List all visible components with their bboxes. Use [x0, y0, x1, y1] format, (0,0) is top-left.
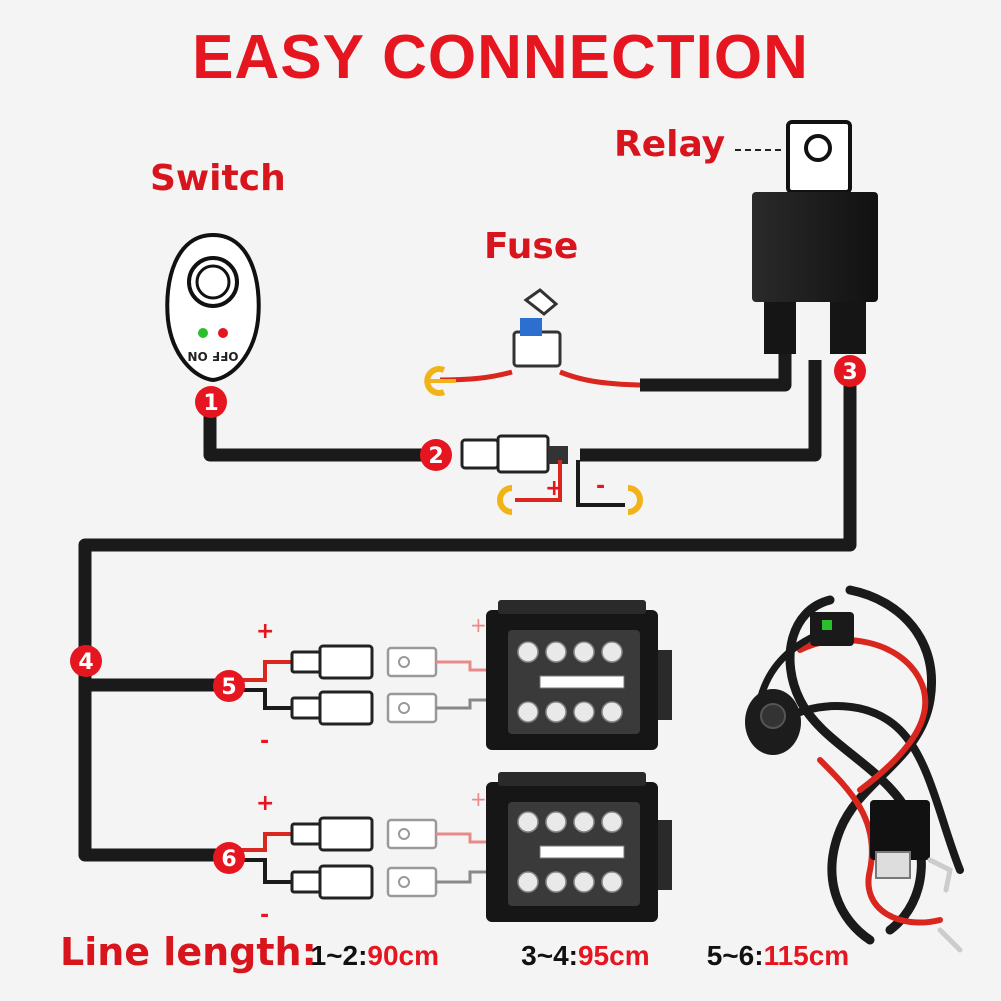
- light1-connectors: + - +: [235, 613, 490, 754]
- battery-ring-terminals: + -: [497, 474, 643, 515]
- switch-icon: OFF ON: [165, 232, 261, 383]
- fuse-ring-terminal-icon: [424, 366, 456, 396]
- relay-label: Relay: [614, 124, 726, 165]
- plug-connector-icon: [460, 434, 625, 507]
- wiring-harness-product-icon: [745, 585, 964, 953]
- marker-4: 4: [70, 645, 102, 677]
- marker-2: 2: [420, 439, 452, 471]
- switch-markings: OFF ON: [187, 349, 238, 363]
- svg-text:2: 2: [428, 444, 443, 469]
- page-title: EASY CONNECTION: [192, 23, 809, 92]
- svg-text:6: 6: [221, 847, 236, 872]
- led-light-bar-2-icon: [486, 772, 672, 922]
- value-5-6: 115cm: [763, 940, 850, 971]
- line-length-row: Line length: 1~2:90cm 3~4:95cm 5~6:115cm: [60, 930, 960, 974]
- marker-5: 5: [213, 670, 245, 702]
- switch-label: Switch: [150, 158, 286, 199]
- wire-relay-to-lights: [78, 375, 857, 862]
- line-length-item-5-6: 5~6:115cm: [707, 940, 849, 972]
- off-led-icon: [218, 328, 228, 338]
- svg-text:3: 3: [842, 360, 857, 385]
- light1-plus-sign: +: [256, 619, 274, 644]
- marker-1: 1: [195, 386, 227, 418]
- marker-3: 3: [834, 355, 866, 387]
- on-led-icon: [198, 328, 208, 338]
- led-light-bar-1-icon: [486, 600, 672, 750]
- light1-plus-faint: +: [470, 613, 487, 637]
- range-5-6: 5~6:: [706, 940, 764, 971]
- fuse-label: Fuse: [484, 226, 579, 267]
- wire-connector-to-relay: [580, 360, 822, 462]
- light2-connectors: + - +: [235, 787, 490, 928]
- main-wires: [78, 345, 857, 862]
- value-1-2: 90cm: [367, 940, 440, 971]
- svg-text:5: 5: [221, 675, 236, 700]
- line-length-label: Line length:: [60, 930, 317, 974]
- line-length-item-1-2: 1~2:90cm: [311, 940, 516, 972]
- positive-terminal-icon: [497, 485, 513, 515]
- light2-minus-sign: -: [260, 903, 269, 928]
- marker-6: 6: [213, 842, 245, 874]
- range-1-2: 1~2:: [310, 940, 368, 971]
- range-3-4: 3~4:: [521, 940, 578, 971]
- fuse-icon: [439, 288, 641, 388]
- wire-switch-to-connector: [203, 395, 450, 462]
- positive-sign: +: [545, 476, 563, 501]
- negative-terminal-icon: [627, 485, 643, 515]
- svg-text:1: 1: [203, 391, 218, 416]
- light2-plus-sign: +: [256, 791, 274, 816]
- negative-sign: -: [596, 474, 605, 499]
- light1-minus-sign: -: [260, 729, 269, 754]
- value-3-4: 95cm: [577, 940, 650, 971]
- light2-plus-faint: +: [470, 787, 487, 811]
- wire-fuse-to-relay: [640, 345, 792, 392]
- svg-text:4: 4: [78, 650, 93, 675]
- relay-icon: [735, 120, 878, 354]
- line-length-item-3-4: 3~4:95cm: [521, 940, 701, 972]
